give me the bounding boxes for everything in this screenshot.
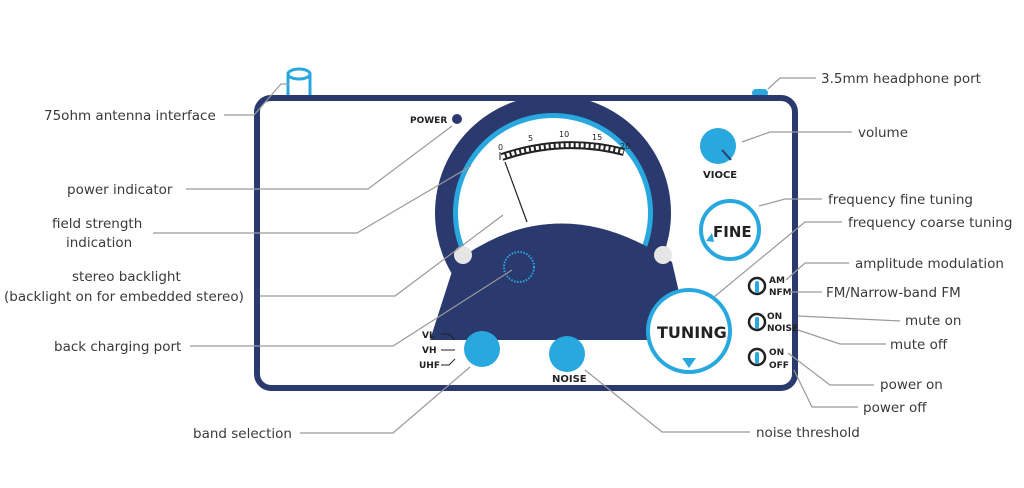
modulation-switch[interactable] bbox=[747, 276, 767, 296]
callout-headphone: 3.5mm headphone port bbox=[821, 71, 981, 87]
scale-tick: 10 bbox=[559, 130, 569, 139]
band-vl: VL bbox=[422, 331, 435, 341]
tuning-label: TUNING bbox=[657, 323, 727, 342]
power-label: POWER bbox=[410, 116, 447, 126]
callout-charging-port: back charging port bbox=[54, 339, 181, 355]
band-uhf: UHF bbox=[419, 361, 440, 371]
power-switch[interactable] bbox=[747, 347, 767, 367]
switch-label-on: ON bbox=[767, 312, 782, 322]
right-screw bbox=[654, 246, 672, 264]
fine-label: FINE bbox=[713, 223, 752, 241]
signal-meter: 0 5 10 15 20 bbox=[430, 101, 690, 340]
callout-fm: FM/Narrow-band FM bbox=[826, 285, 961, 301]
switch-label-am: AM bbox=[769, 276, 785, 286]
meter-needle bbox=[504, 161, 528, 223]
noise-label: NOISE bbox=[552, 374, 587, 385]
band-selection-knob[interactable] bbox=[464, 331, 500, 367]
mute-switch[interactable] bbox=[747, 312, 767, 332]
noise-knob[interactable] bbox=[549, 336, 585, 372]
callout-power-indicator: power indicator bbox=[67, 182, 173, 198]
scale-tick: 15 bbox=[592, 133, 602, 142]
callout-noise-threshold: noise threshold bbox=[756, 425, 860, 441]
scale-tick: 5 bbox=[528, 134, 533, 143]
switch-label-off: OFF bbox=[769, 361, 789, 371]
callout-stereo-backlight-2: (backlight on for embedded stereo) bbox=[4, 289, 244, 305]
callout-band-selection: band selection bbox=[193, 426, 292, 442]
callout-fine-tuning: frequency fine tuning bbox=[828, 192, 973, 208]
band-vh: VH bbox=[422, 346, 437, 356]
scale-tick: 20 bbox=[620, 142, 630, 151]
stereo-backlight-ring bbox=[503, 251, 535, 283]
callout-field-strength-2: indication bbox=[66, 235, 132, 251]
callout-mute-off: mute off bbox=[890, 337, 948, 353]
left-screw bbox=[454, 246, 472, 264]
switch-label-noise: NOISE bbox=[767, 324, 798, 334]
callout-am: amplitude modulation bbox=[855, 256, 1004, 272]
switch-label-nfm: NFM bbox=[769, 288, 792, 298]
callout-field-strength: field strength bbox=[52, 216, 142, 232]
power-indicator-led bbox=[452, 114, 462, 124]
tuning-knob[interactable]: TUNING bbox=[646, 288, 732, 374]
callout-mute-on: mute on bbox=[905, 313, 961, 329]
volume-label: VIOCE bbox=[703, 170, 737, 181]
scale-tick: 0 bbox=[498, 143, 503, 152]
fine-tuning-knob[interactable]: FINE bbox=[699, 199, 761, 261]
callout-antenna: 75ohm antenna interface bbox=[44, 108, 216, 124]
callout-power-off: power off bbox=[863, 400, 927, 416]
switch-label-on: ON bbox=[769, 348, 784, 358]
callout-power-on: power on bbox=[880, 377, 943, 393]
callout-coarse-tuning: frequency coarse tuning bbox=[848, 215, 1012, 231]
leader-lines bbox=[153, 77, 901, 434]
antenna-connector bbox=[286, 67, 312, 100]
callout-volume: volume bbox=[858, 125, 908, 141]
callout-stereo-backlight: stereo backlight bbox=[72, 269, 181, 285]
